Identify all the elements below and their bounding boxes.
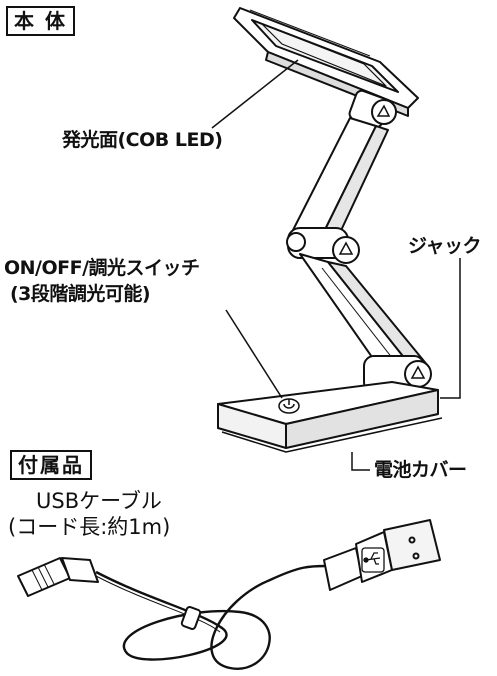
middle-hinge bbox=[286, 227, 360, 264]
leader-lines bbox=[211, 59, 461, 471]
cable-length: (コード長:約1m) bbox=[8, 515, 171, 539]
section-title-body: 本 体 bbox=[6, 6, 75, 36]
label-switch-line2: (3段階調光可能) bbox=[10, 283, 151, 305]
section-title-accessories: 付属品 bbox=[10, 450, 92, 480]
label-switch-line1: ON/OFF/調光スイッチ bbox=[4, 257, 200, 279]
cable-name: USBケーブル bbox=[36, 489, 162, 513]
power-icon bbox=[278, 398, 300, 414]
usb-icon bbox=[361, 547, 385, 573]
upper-hinge bbox=[348, 89, 397, 129]
lamp-base bbox=[217, 381, 443, 453]
label-battery-cover: 電池カバー bbox=[374, 459, 467, 481]
label-jack: ジャック bbox=[408, 235, 482, 257]
upper-arm bbox=[289, 117, 389, 255]
usb-cable bbox=[17, 519, 441, 670]
label-light-surface: 発光面(COB LED) bbox=[62, 129, 223, 151]
lamp-head bbox=[233, 7, 419, 117]
